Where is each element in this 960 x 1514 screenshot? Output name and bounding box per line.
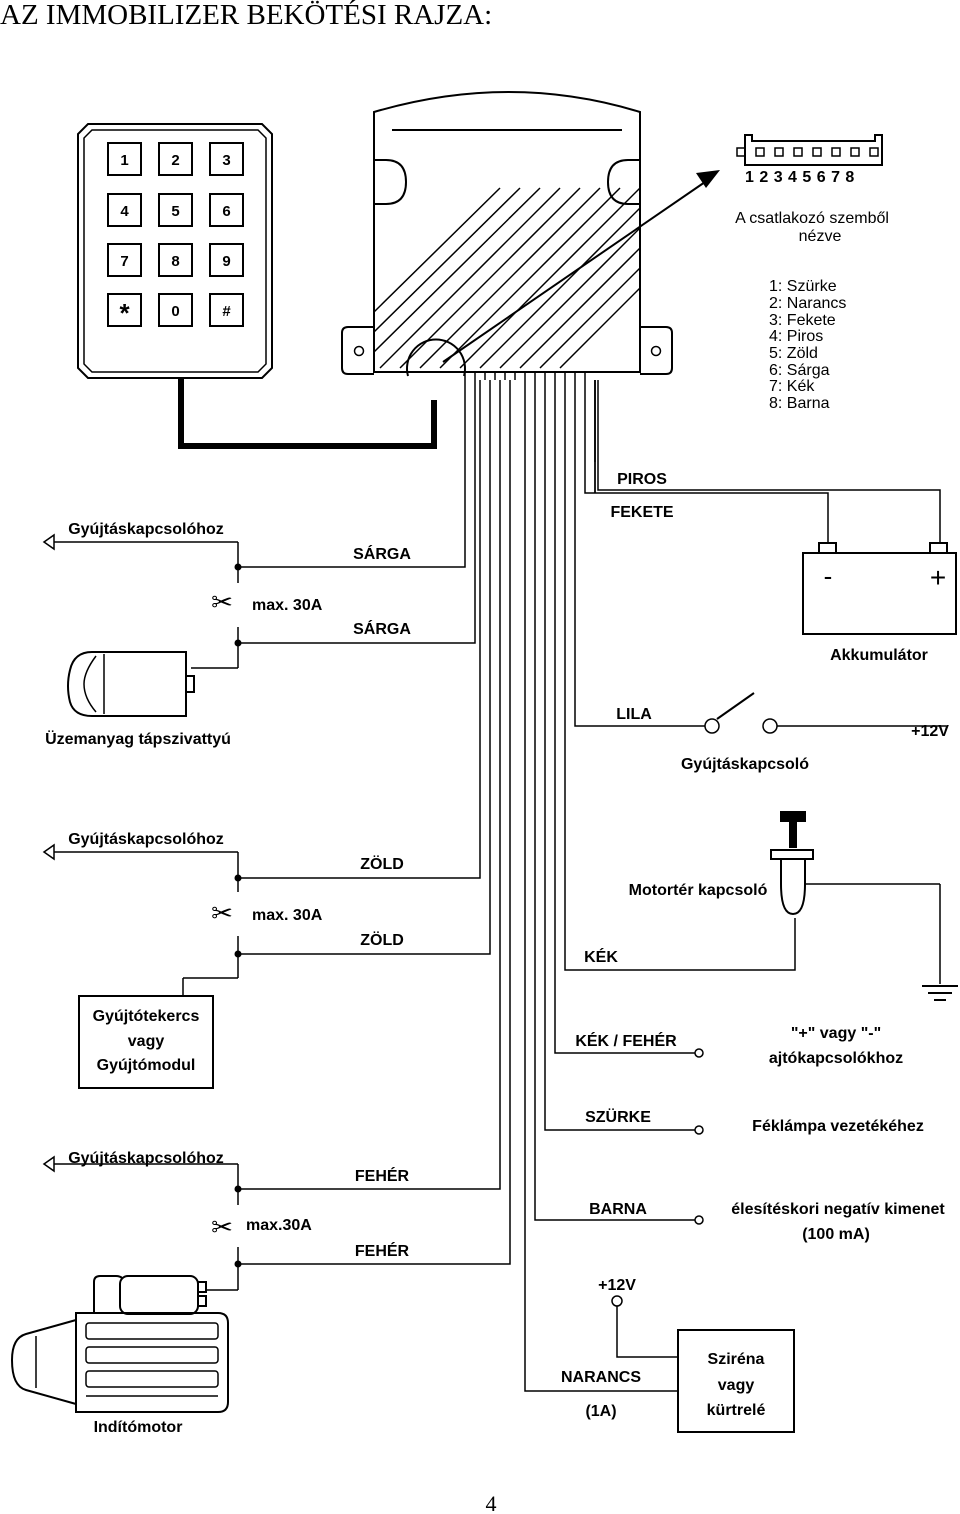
wire-label-lila: LILA: [616, 706, 652, 723]
pin-1-label: 1: Szürke: [769, 278, 837, 295]
scissors-icon: ✂: [211, 898, 233, 928]
svg-text:5: 5: [171, 203, 179, 220]
wire-label-zold-top: ZÖLD: [360, 854, 404, 873]
wire-label-kek-feher: KÉK / FEHÉR: [575, 1031, 677, 1050]
ignition-to-label-1: Gyújtáskapcsolóhoz: [68, 521, 224, 538]
fuse-label-3: max.30A: [246, 1217, 312, 1234]
keypad-key-4[interactable]: 4: [107, 193, 142, 227]
svg-text:7: 7: [120, 253, 128, 270]
ignition-to-label-3: Gyújtáskapcsolóhoz: [68, 1150, 224, 1167]
svg-text:4: 4: [120, 203, 129, 220]
pin-5-label: 5: Zöld: [769, 345, 818, 362]
svg-text:0: 0: [171, 303, 179, 320]
coil-label-3: Gyújtómodul: [97, 1057, 196, 1074]
starter-circuit: Gyújtáskapcsolóhoz ✂ max.30A FEHÉR FEHÉR…: [10, 1150, 410, 1436]
fuel-pump-label: Üzemanyag tápszivattyú: [45, 729, 231, 748]
wire-label-barna: BARNA: [589, 1201, 647, 1218]
keypad-key-star[interactable]: *: [107, 293, 142, 328]
svg-text:8: 8: [171, 253, 179, 270]
pin-6-label: 6: Sárga: [769, 362, 830, 379]
pin-8-label: 8: Barna: [769, 395, 830, 412]
wire-label-szurke: SZÜRKE: [585, 1107, 651, 1126]
pin-3-label: 3: Fekete: [769, 312, 836, 329]
svg-text:#: #: [222, 303, 231, 320]
keypad-key-3[interactable]: 3: [209, 142, 244, 176]
hood-switch: Motortér kapcsoló KÉK: [584, 811, 958, 1001]
harness-wires: [238, 380, 829, 1392]
svg-text:3: 3: [222, 152, 230, 169]
arm-output-label-1: élesítéskori negatív kimenet: [731, 1201, 945, 1218]
svg-text:1: 1: [120, 152, 128, 169]
coil-label-1: Gyújtótekercs: [93, 1008, 200, 1025]
immobilizer-unit: [341, 91, 673, 380]
door-label-2: ajtókapcsolókhoz: [769, 1050, 903, 1067]
wire-label-narancs: NARANCS: [561, 1369, 641, 1386]
narancs-current-label: (1A): [585, 1403, 616, 1420]
wire-label-fekete: FEKETE: [610, 504, 673, 521]
page-number: 4: [486, 1491, 497, 1514]
siren-label-2: vagy: [718, 1377, 755, 1394]
starter-motor-icon: [10, 1275, 229, 1413]
keypad-key-hash[interactable]: #: [209, 293, 244, 327]
siren-label-3: kürtrelé: [707, 1402, 766, 1419]
connector-arrow: [442, 170, 720, 363]
keypad-key-9[interactable]: 9: [209, 243, 244, 277]
fuse-label-1: max. 30A: [252, 597, 323, 614]
coil-circuit: Gyújtáskapcsolóhoz ✂ max. 30A ZÖLD ZÖLD …: [42, 831, 404, 1089]
siren-circuit: +12V NARANCS (1A) Sziréna vagy kürtrelé: [550, 1277, 795, 1433]
piros-wire: [597, 380, 941, 543]
coil-label-2: vagy: [128, 1033, 165, 1050]
keypad-key-0[interactable]: 0: [158, 293, 193, 327]
battery-minus-label: -: [824, 561, 833, 591]
connector-pin-numbers: 1 2 3 4 5 6 7 8: [745, 169, 854, 186]
fuel-pump-icon: [67, 651, 195, 717]
keypad: 1 2 3 4 5 6 7 8 9 * 0 #: [77, 123, 273, 379]
pin-7-label: 7: Kék: [769, 378, 815, 395]
keypad-key-6[interactable]: 6: [209, 193, 244, 227]
keypad-key-5[interactable]: 5: [158, 193, 193, 227]
outputs: KÉK / FEHÉR "+" vagy "-" ajtókapcsolókho…: [575, 1025, 945, 1243]
battery: - +: [802, 542, 957, 635]
brake-light-label: Féklámpa vezetékéhez: [752, 1118, 924, 1135]
svg-text:9: 9: [222, 253, 230, 270]
siren-label-1: Sziréna: [708, 1351, 765, 1368]
hood-switch-label: Motortér kapcsoló: [629, 882, 768, 899]
connector-diagram: 1 2 3 4 5 6 7 8 A csatlakozó szemből néz…: [735, 134, 889, 412]
keypad-key-1[interactable]: 1: [107, 142, 142, 176]
connector-caption-2: nézve: [799, 228, 842, 245]
wire-label-feher-bottom: FEHÉR: [355, 1241, 410, 1260]
wire-label-sarga-top: SÁRGA: [353, 544, 411, 563]
svg-text:*: *: [119, 298, 130, 328]
ignition-to-label-2: Gyújtáskapcsolóhoz: [68, 831, 224, 848]
starter-label: Indítómotor: [94, 1419, 183, 1436]
pin-4-label: 4: Piros: [769, 328, 823, 345]
svg-text:6: 6: [222, 203, 230, 220]
ignition-switch-label: Gyújtáskapcsoló: [681, 756, 809, 773]
battery-label: Akkumulátor: [830, 647, 928, 664]
arm-output-label-2: (100 mA): [802, 1226, 870, 1243]
battery-plus-label: +: [930, 562, 946, 593]
connector-caption-1: A csatlakozó szemből: [735, 210, 889, 227]
keypad-key-8[interactable]: 8: [158, 243, 193, 277]
keypad-key-7[interactable]: 7: [107, 243, 142, 277]
wire-label-zold-bottom: ZÖLD: [360, 930, 404, 949]
plus12v-label-right: +12V: [911, 723, 949, 740]
wire-label-piros: PIROS: [617, 471, 667, 488]
fuse-label-2: max. 30A: [252, 907, 323, 924]
keypad-cable: [178, 378, 437, 449]
svg-text:2: 2: [171, 152, 179, 169]
scissors-icon: ✂: [211, 587, 233, 617]
wire-label-feher-top: FEHÉR: [355, 1166, 410, 1185]
keypad-key-2[interactable]: 2: [158, 142, 193, 176]
wire-label-kek: KÉK: [584, 947, 618, 966]
pin-2-label: 2: Narancs: [769, 295, 846, 312]
ignition-switch: LILA +12V Gyújtáskapcsoló: [616, 692, 949, 773]
scissors-icon: ✂: [211, 1212, 233, 1242]
wire-label-sarga-bottom: SÁRGA: [353, 619, 411, 638]
fuel-pump-circuit: Gyújtáskapcsolóhoz ✂ max. 30A SÁRGA SÁRG…: [42, 521, 411, 748]
door-label-1: "+" vagy "-": [791, 1025, 881, 1042]
plus12v-label-bottom: +12V: [598, 1277, 636, 1294]
page-title: AZ IMMOBILIZER BEKÖTÉSI RAJZA:: [0, 0, 492, 31]
